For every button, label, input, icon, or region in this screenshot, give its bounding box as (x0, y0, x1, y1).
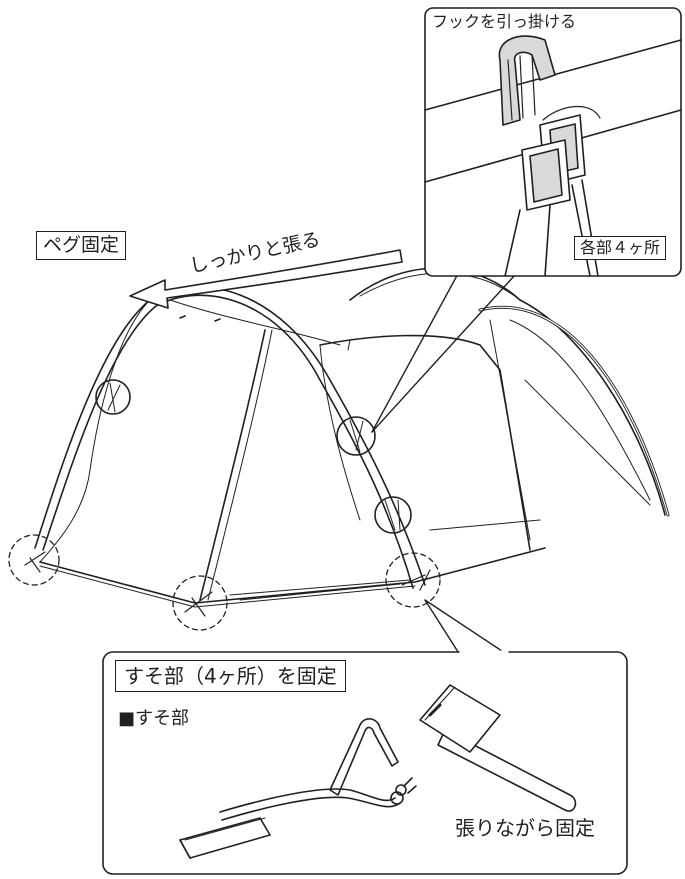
pole-hook-markers (95, 379, 412, 534)
tent-body (34, 267, 670, 608)
peg-point-details (24, 551, 431, 617)
peg-fix-label: ペグ固定 (36, 231, 127, 260)
hook-callout (371, 7, 682, 433)
tension-arrow (129, 249, 403, 309)
hook-count-label: 各部４ヶ所 (574, 236, 667, 260)
peg-point-markers (8, 534, 441, 631)
hook-callout-title: フックを引っ掛ける (432, 12, 577, 31)
skirt-callout (102, 599, 628, 875)
skirt-subtitle: ■すそ部 (118, 708, 190, 729)
hammer-icon (419, 684, 577, 812)
skirt-callout-title: すそ部（4ヶ所）を固定 (115, 660, 346, 692)
pull-and-fix-label: 張りながら固定 (455, 816, 595, 840)
